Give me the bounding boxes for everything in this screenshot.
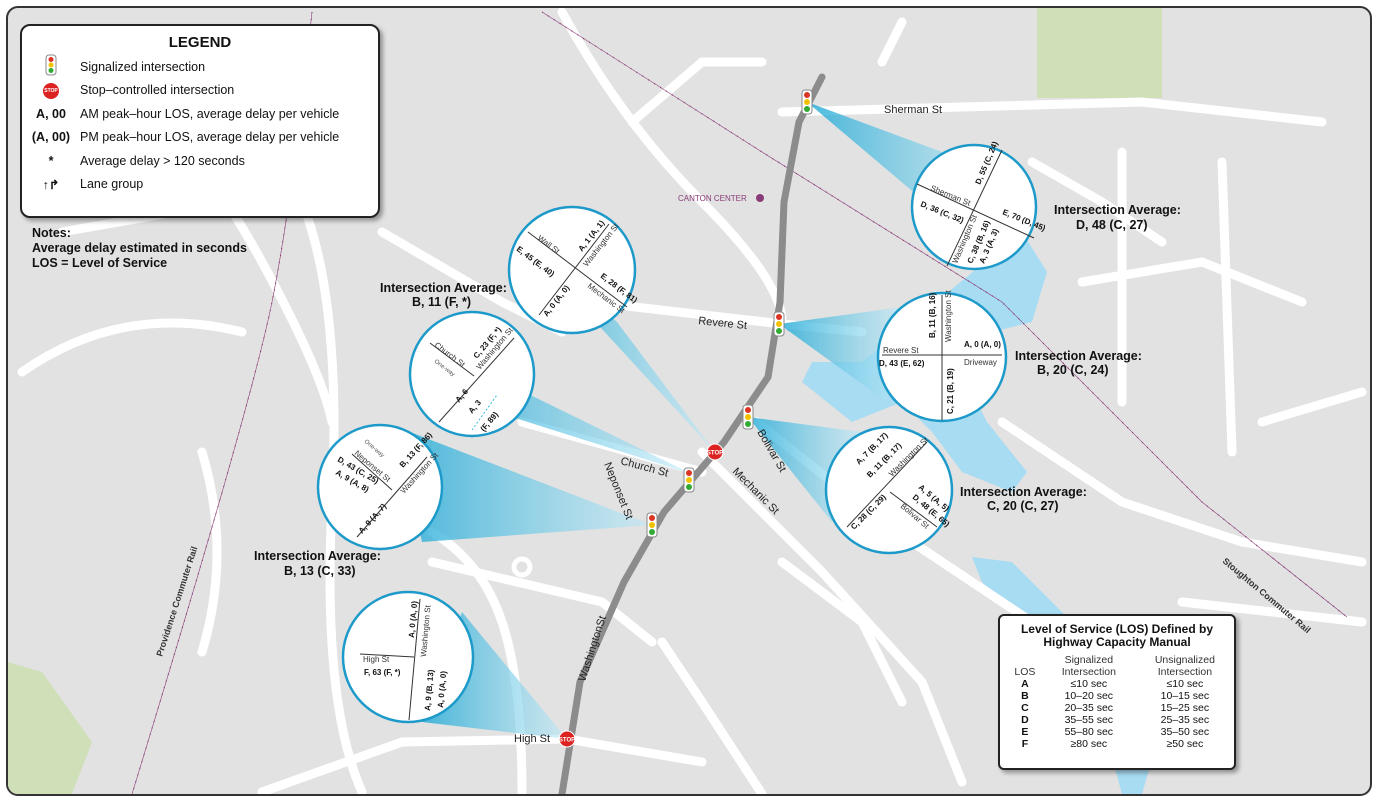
svg-text:STOP: STOP <box>559 738 575 744</box>
legend-symbol: (A, 00) <box>31 130 71 145</box>
svg-text:STOP: STOP <box>707 451 723 457</box>
callout-bolivar[interactable]: Washington St Bolivar St A, 7 (B, 17) B,… <box>824 425 954 555</box>
traffic-signal-icon[interactable] <box>683 467 695 493</box>
notes: Notes: Average delay estimated in second… <box>32 226 247 271</box>
wall-avg-label: Intersection Average: <box>380 281 507 295</box>
legend-title: LEGEND <box>168 34 232 51</box>
neponset-avg-label: Intersection Average: <box>254 549 381 563</box>
legend-label: Signalized intersection <box>80 59 206 74</box>
stop-sign-icon[interactable]: STOP <box>706 443 724 461</box>
svg-text:A, 0 (A, 0): A, 0 (A, 0) <box>407 600 419 638</box>
traffic-signal-icon[interactable] <box>773 311 785 337</box>
svg-text:F, 63 (F, *): F, 63 (F, *) <box>364 668 401 677</box>
legend-panel: LEGEND Signalized intersection STOP Stop… <box>20 24 380 218</box>
notes-line: LOS = Level of Service <box>32 256 168 270</box>
street-label-high: High St <box>514 733 550 745</box>
svg-text:High St: High St <box>363 655 390 664</box>
revere-avg-value: B, 20 (C, 24) <box>1037 363 1109 377</box>
callout-revere[interactable]: Revere St Washington St Driveway B, 11 (… <box>876 289 1008 423</box>
sherman-avg-value: D, 48 (C, 27) <box>1076 218 1148 232</box>
sherman-avg-label: Intersection Average: <box>1054 203 1181 217</box>
legend-item: * Average delay > 120 seconds <box>22 149 378 173</box>
legend-item: (A, 00) PM peak–hour LOS, average delay p… <box>22 126 378 150</box>
svg-text:A, 9 (B, 13): A, 9 (B, 13) <box>423 669 436 711</box>
stop-sign-icon: STOP <box>22 81 80 100</box>
traffic-signal-icon[interactable] <box>646 512 658 538</box>
notes-title: Notes: <box>32 226 71 240</box>
svg-text:A, 0 (A, 0): A, 0 (A, 0) <box>964 340 1001 349</box>
legend-label: Average delay > 120 seconds <box>80 153 245 168</box>
street-label-sherman: Sherman St <box>884 104 942 116</box>
street-label-washington: WashingtonSt <box>576 614 608 682</box>
park-area <box>1037 8 1162 98</box>
legend-item: Signalized intersection <box>22 54 378 79</box>
svg-text:Revere St: Revere St <box>883 346 919 355</box>
svg-text:D, 43 (E, 62): D, 43 (E, 62) <box>879 359 925 368</box>
svg-text:Washington St: Washington St <box>944 289 953 342</box>
legend-symbol: * <box>48 153 54 168</box>
table-row: A≤10 sec≤10 sec <box>1021 678 1204 690</box>
canton-center-marker <box>756 194 764 202</box>
legend-item: ↑↱ Lane group <box>22 173 378 197</box>
callout-church[interactable]: Church St Washington St One-way C, 23 (F… <box>408 310 536 438</box>
callout-wall-mechanic[interactable]: Wall St Washington St Mechanic St A, 1 (… <box>507 205 639 335</box>
callout-neponset[interactable]: Neponset St Washington St One-way B, 13 … <box>316 423 444 551</box>
svg-text:Driveway: Driveway <box>964 358 997 367</box>
canton-center-label: CANTON CENTER <box>678 194 747 203</box>
table-row: F≥80 sec≥50 sec <box>1021 738 1204 750</box>
svg-text:B, 11 (B, 16): B, 11 (B, 16) <box>928 292 937 338</box>
legend-label: PM peak–hour LOS, average delay per vehi… <box>80 130 340 145</box>
neponset-avg-value: B, 13 (C, 33) <box>284 564 356 578</box>
callout-high[interactable]: High St Washington St A, 0 (A, 0) F, 63 … <box>341 590 475 724</box>
callout-sherman[interactable]: Sherman St Washington St D, 55 (C, 24) D… <box>910 140 1047 271</box>
svg-text:A, 0 (A, 0): A, 0 (A, 0) <box>436 670 448 708</box>
cul-de-sac <box>511 556 533 578</box>
notes-line: Average delay estimated in seconds <box>32 241 247 255</box>
lane-group-arrows-icon: ↑↱ <box>42 177 60 192</box>
legend-item: STOP Stop–controlled intersection <box>22 79 378 103</box>
wall-avg-value: B, 11 (F, *) <box>412 295 471 309</box>
bolivar-avg-value: C, 20 (C, 27) <box>987 499 1059 513</box>
legend-label: Stop–controlled intersection <box>80 83 235 98</box>
map-frame: STOP STOP Sherman St Revere St Church St… <box>6 6 1372 796</box>
stop-sign-icon[interactable]: STOP <box>558 730 576 748</box>
legend-symbol: A, 00 <box>36 106 66 121</box>
legend-label: Lane group <box>80 177 144 192</box>
legend-item: A, 00 AM peak–hour LOS, average delay per… <box>22 102 378 126</box>
traffic-signal-icon <box>22 54 80 79</box>
revere-avg-label: Intersection Average: <box>1015 349 1142 363</box>
bolivar-avg-label: Intersection Average: <box>960 485 1087 499</box>
svg-text:C, 21 (B, 19): C, 21 (B, 19) <box>946 368 955 414</box>
street-label-revere: Revere St <box>698 315 748 332</box>
providence-rail-label: Providence Commuter Rail <box>154 545 199 657</box>
legend-label: AM peak–hour LOS, average delay per vehi… <box>80 106 340 121</box>
signal-icons: STOP STOP <box>558 89 813 748</box>
traffic-signal-icon[interactable] <box>801 89 813 115</box>
traffic-signal-icon[interactable] <box>742 404 754 430</box>
park-area <box>8 662 92 794</box>
map-canvas[interactable]: STOP STOP Sherman St Revere St Church St… <box>8 8 1370 794</box>
